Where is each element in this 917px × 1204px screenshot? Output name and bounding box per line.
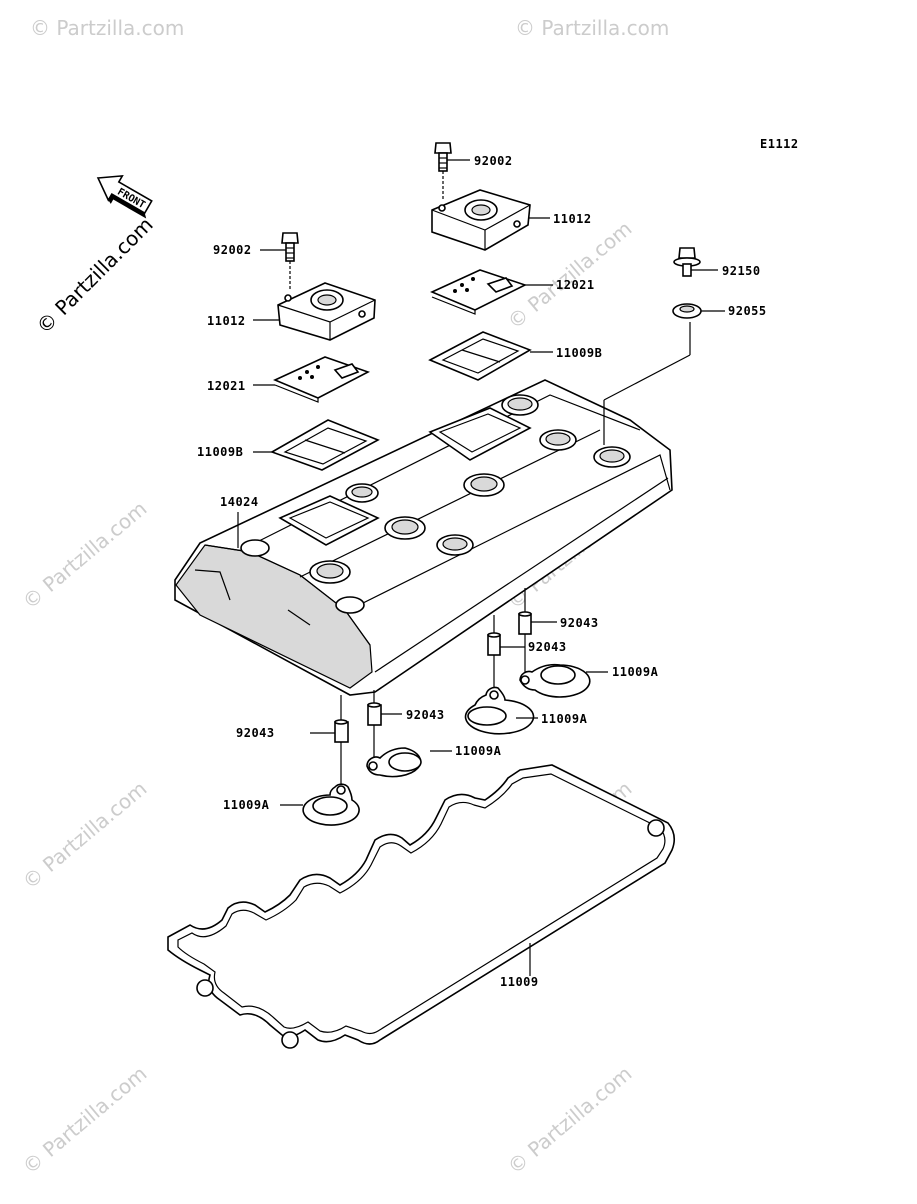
front-arrow-icon: FRONT [96, 174, 153, 219]
bolt-top-right-label: 92002 [474, 154, 513, 168]
bolt-far-right-label: 92150 [722, 264, 761, 278]
bolt-top-right [434, 142, 470, 200]
gasket-top-right [428, 331, 553, 381]
ring-r1-label: 11009A [612, 665, 659, 679]
gasket-top-right-label: 11009B [556, 346, 602, 360]
plate-left-label: 12021 [207, 379, 246, 393]
ring-r2 [464, 686, 538, 735]
dowel-l2 [367, 690, 402, 762]
watermark-text: © Partzilla.com [503, 1061, 637, 1179]
dowel-r1-label: 92043 [560, 616, 599, 630]
head-cover-label: 14024 [220, 495, 259, 509]
plate-top-right-label: 12021 [556, 278, 595, 292]
washer-far-right-label: 92055 [728, 304, 767, 318]
dowel-l1 [310, 695, 349, 785]
watermark-text: © Partzilla.com [30, 16, 184, 40]
main-gasket [167, 764, 676, 1049]
watermark-text: © Partzilla.com [18, 496, 152, 614]
cover-top-right-label: 11012 [553, 212, 592, 226]
gasket-left-label: 11009B [197, 445, 243, 459]
ring-l1 [280, 783, 360, 826]
plate-top-right [430, 269, 553, 315]
watermark-text: © Partzilla.com [515, 16, 669, 40]
cover-top-right [431, 189, 550, 251]
ring-r2-label: 11009A [541, 712, 588, 726]
bolt-left-label: 92002 [213, 243, 252, 257]
watermark-text: © Partzilla.com [18, 776, 152, 894]
plug-holes [240, 394, 631, 614]
dowel-r1 [518, 588, 557, 635]
ring-l2 [366, 747, 452, 778]
dowel-r2-label: 92043 [528, 640, 567, 654]
dowel-l1-label: 92043 [236, 726, 275, 740]
diagram-code: E1112 [760, 137, 799, 151]
cover-left-label: 11012 [207, 314, 246, 328]
watermark-text: © Partzilla.com [503, 216, 637, 334]
watermark-side-text: © Partzilla.com [32, 212, 158, 338]
gasket-left [253, 419, 380, 471]
ring-l2-label: 11009A [455, 744, 502, 758]
ring-r1 [519, 634, 608, 698]
washer-far-right [603, 303, 725, 445]
dowel-l2-label: 92043 [406, 708, 445, 722]
plate-left [253, 356, 371, 403]
main-gasket-label: 11009 [500, 975, 539, 989]
bolt-left [260, 232, 299, 290]
bolt-far-right [673, 247, 718, 277]
cover-left [253, 282, 376, 341]
ring-l1-label: 11009A [223, 798, 270, 812]
head-cover [174, 379, 673, 696]
dowel-r2 [487, 615, 525, 690]
watermark-text: © Partzilla.com [18, 1061, 152, 1179]
